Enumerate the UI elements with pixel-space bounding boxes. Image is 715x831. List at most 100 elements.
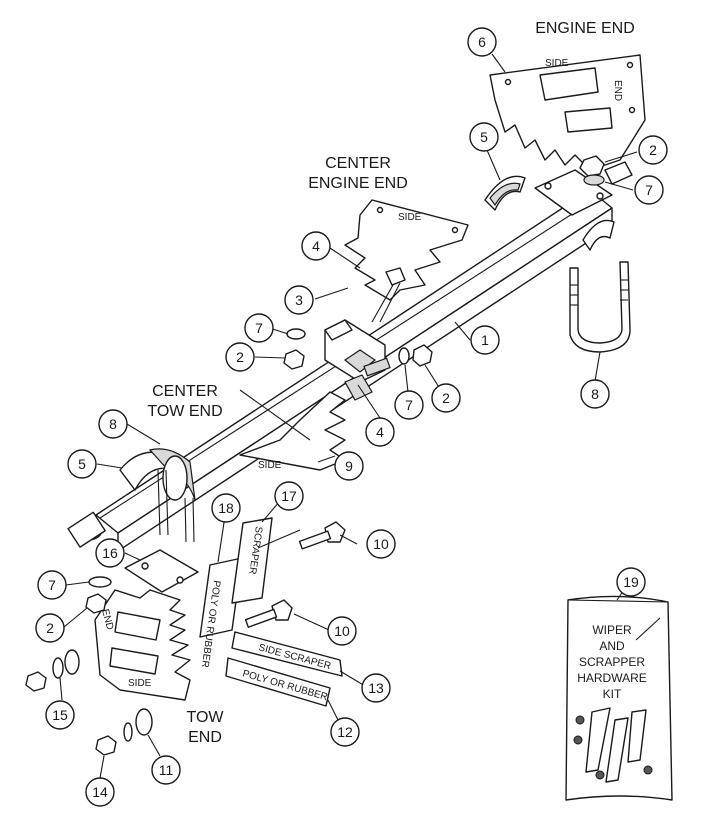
svg-text:4: 4 xyxy=(376,424,384,440)
callout-13: 13 xyxy=(361,673,391,703)
center-left-nut xyxy=(283,349,305,370)
kit-line-3: SCRAPPER xyxy=(579,655,645,669)
callout-17: 17 xyxy=(274,481,304,511)
saddle-clamp-tow xyxy=(119,448,196,501)
callout-8a: 8 xyxy=(580,379,610,409)
svg-text:6: 6 xyxy=(478,34,486,50)
center-left-washer xyxy=(286,328,306,340)
callout-16: 16 xyxy=(95,538,125,568)
svg-text:2: 2 xyxy=(442,390,450,406)
svg-text:2: 2 xyxy=(649,142,657,158)
kit-line-2: AND xyxy=(599,639,625,653)
callout-4a: 4 xyxy=(301,231,331,261)
tow-end-bracket xyxy=(124,549,199,593)
label-center-engine-end-2: ENGINE END xyxy=(308,175,408,192)
tow-plate-end-stamp: END xyxy=(99,608,115,631)
label-engine-end: ENGINE END xyxy=(535,20,635,37)
svg-text:3: 3 xyxy=(295,292,303,308)
engine-washer xyxy=(583,174,605,186)
label-center-tow-end-2: TOW END xyxy=(147,403,222,420)
tow-nut xyxy=(85,593,107,614)
leader-lines xyxy=(59,53,638,779)
engine-plate-side-stamp: SIDE xyxy=(545,58,569,69)
center-stud xyxy=(363,344,433,377)
callout-14: 14 xyxy=(85,777,115,807)
svg-text:17: 17 xyxy=(281,488,297,504)
callout-3: 3 xyxy=(284,285,314,315)
label-tow-end-2: END xyxy=(188,729,222,746)
svg-text:5: 5 xyxy=(78,456,86,472)
svg-text:7: 7 xyxy=(405,397,413,413)
svg-text:2: 2 xyxy=(46,620,54,636)
center-tow-collar xyxy=(344,374,373,401)
hardware-15 xyxy=(25,649,80,692)
label-center-tow-end-1: CENTER xyxy=(152,383,218,400)
callout-15: 15 xyxy=(45,700,75,730)
hardware-14 xyxy=(95,708,153,756)
callout-2d: 2 xyxy=(35,613,65,643)
tow-plate-side-stamp: SIDE xyxy=(128,678,152,689)
svg-text:13: 13 xyxy=(368,680,384,696)
kit-line-1: WIPER xyxy=(592,623,632,637)
center-tow-side-stamp: SIDE xyxy=(258,460,282,471)
callout-2c: 2 xyxy=(431,383,461,413)
svg-text:7: 7 xyxy=(48,577,56,593)
callout-6: 6 xyxy=(467,27,497,57)
callout-12: 12 xyxy=(330,717,360,747)
kit-line-4: HARDWARE xyxy=(577,671,647,685)
svg-text:12: 12 xyxy=(337,724,353,740)
callout-1: 1 xyxy=(470,325,500,355)
svg-text:9: 9 xyxy=(345,458,353,474)
svg-text:5: 5 xyxy=(480,129,488,145)
svg-text:4: 4 xyxy=(312,238,320,254)
center-engine-side-stamp: SIDE xyxy=(398,212,422,223)
callout-2a: 2 xyxy=(638,135,668,165)
svg-text:7: 7 xyxy=(645,182,653,198)
callout-4b: 4 xyxy=(365,417,395,447)
callout-5a: 5 xyxy=(469,122,499,152)
svg-text:19: 19 xyxy=(623,574,639,590)
engine-end-bracket xyxy=(534,169,613,216)
callout-18: 18 xyxy=(211,493,241,523)
main-tube xyxy=(67,189,613,552)
callout-9: 9 xyxy=(334,451,364,481)
bolt-10-lower xyxy=(244,599,293,628)
svg-text:8: 8 xyxy=(591,386,599,402)
engine-plate-end-stamp: END xyxy=(612,80,623,101)
svg-text:15: 15 xyxy=(52,707,68,723)
svg-text:2: 2 xyxy=(236,349,244,365)
svg-text:10: 10 xyxy=(334,623,350,639)
center-bolt xyxy=(371,267,406,323)
callout-10a: 10 xyxy=(366,529,396,559)
svg-text:7: 7 xyxy=(255,320,263,336)
engine-end-plate: SIDE END xyxy=(489,54,646,171)
engine-nut xyxy=(579,155,605,177)
callout-7a: 7 xyxy=(634,175,664,205)
tow-washer xyxy=(88,576,112,588)
end-scraper: SCRAPER xyxy=(231,517,273,604)
svg-text:11: 11 xyxy=(159,762,174,778)
kit-line-5: KIT xyxy=(603,687,622,701)
callout-2b: 2 xyxy=(225,342,255,372)
u-bolt-tow xyxy=(157,469,195,543)
callout-7b: 7 xyxy=(244,313,274,343)
u-bolt-engine xyxy=(569,261,631,353)
center-engine-plate: SIDE xyxy=(344,199,469,301)
hardware-kit-bag: WIPER AND SCRAPPER HARDWARE KIT xyxy=(565,595,673,801)
callout-7c: 7 xyxy=(394,390,424,420)
callout-8b: 8 xyxy=(98,409,128,439)
callout-11: 11 xyxy=(151,755,181,785)
svg-text:16: 16 xyxy=(102,545,118,561)
svg-text:10: 10 xyxy=(373,536,389,552)
callout-5b: 5 xyxy=(67,449,97,479)
svg-text:18: 18 xyxy=(218,500,234,516)
callout-10b: 10 xyxy=(327,616,357,646)
saddle-clamp-engine xyxy=(484,175,615,251)
callout-19: 19 xyxy=(616,567,646,597)
svg-text:8: 8 xyxy=(109,416,117,432)
label-center-engine-end-1: CENTER xyxy=(325,155,391,172)
svg-text:14: 14 xyxy=(92,784,108,800)
tow-end-plate: SIDE END xyxy=(94,589,191,701)
bolt-10-upper xyxy=(298,521,346,550)
